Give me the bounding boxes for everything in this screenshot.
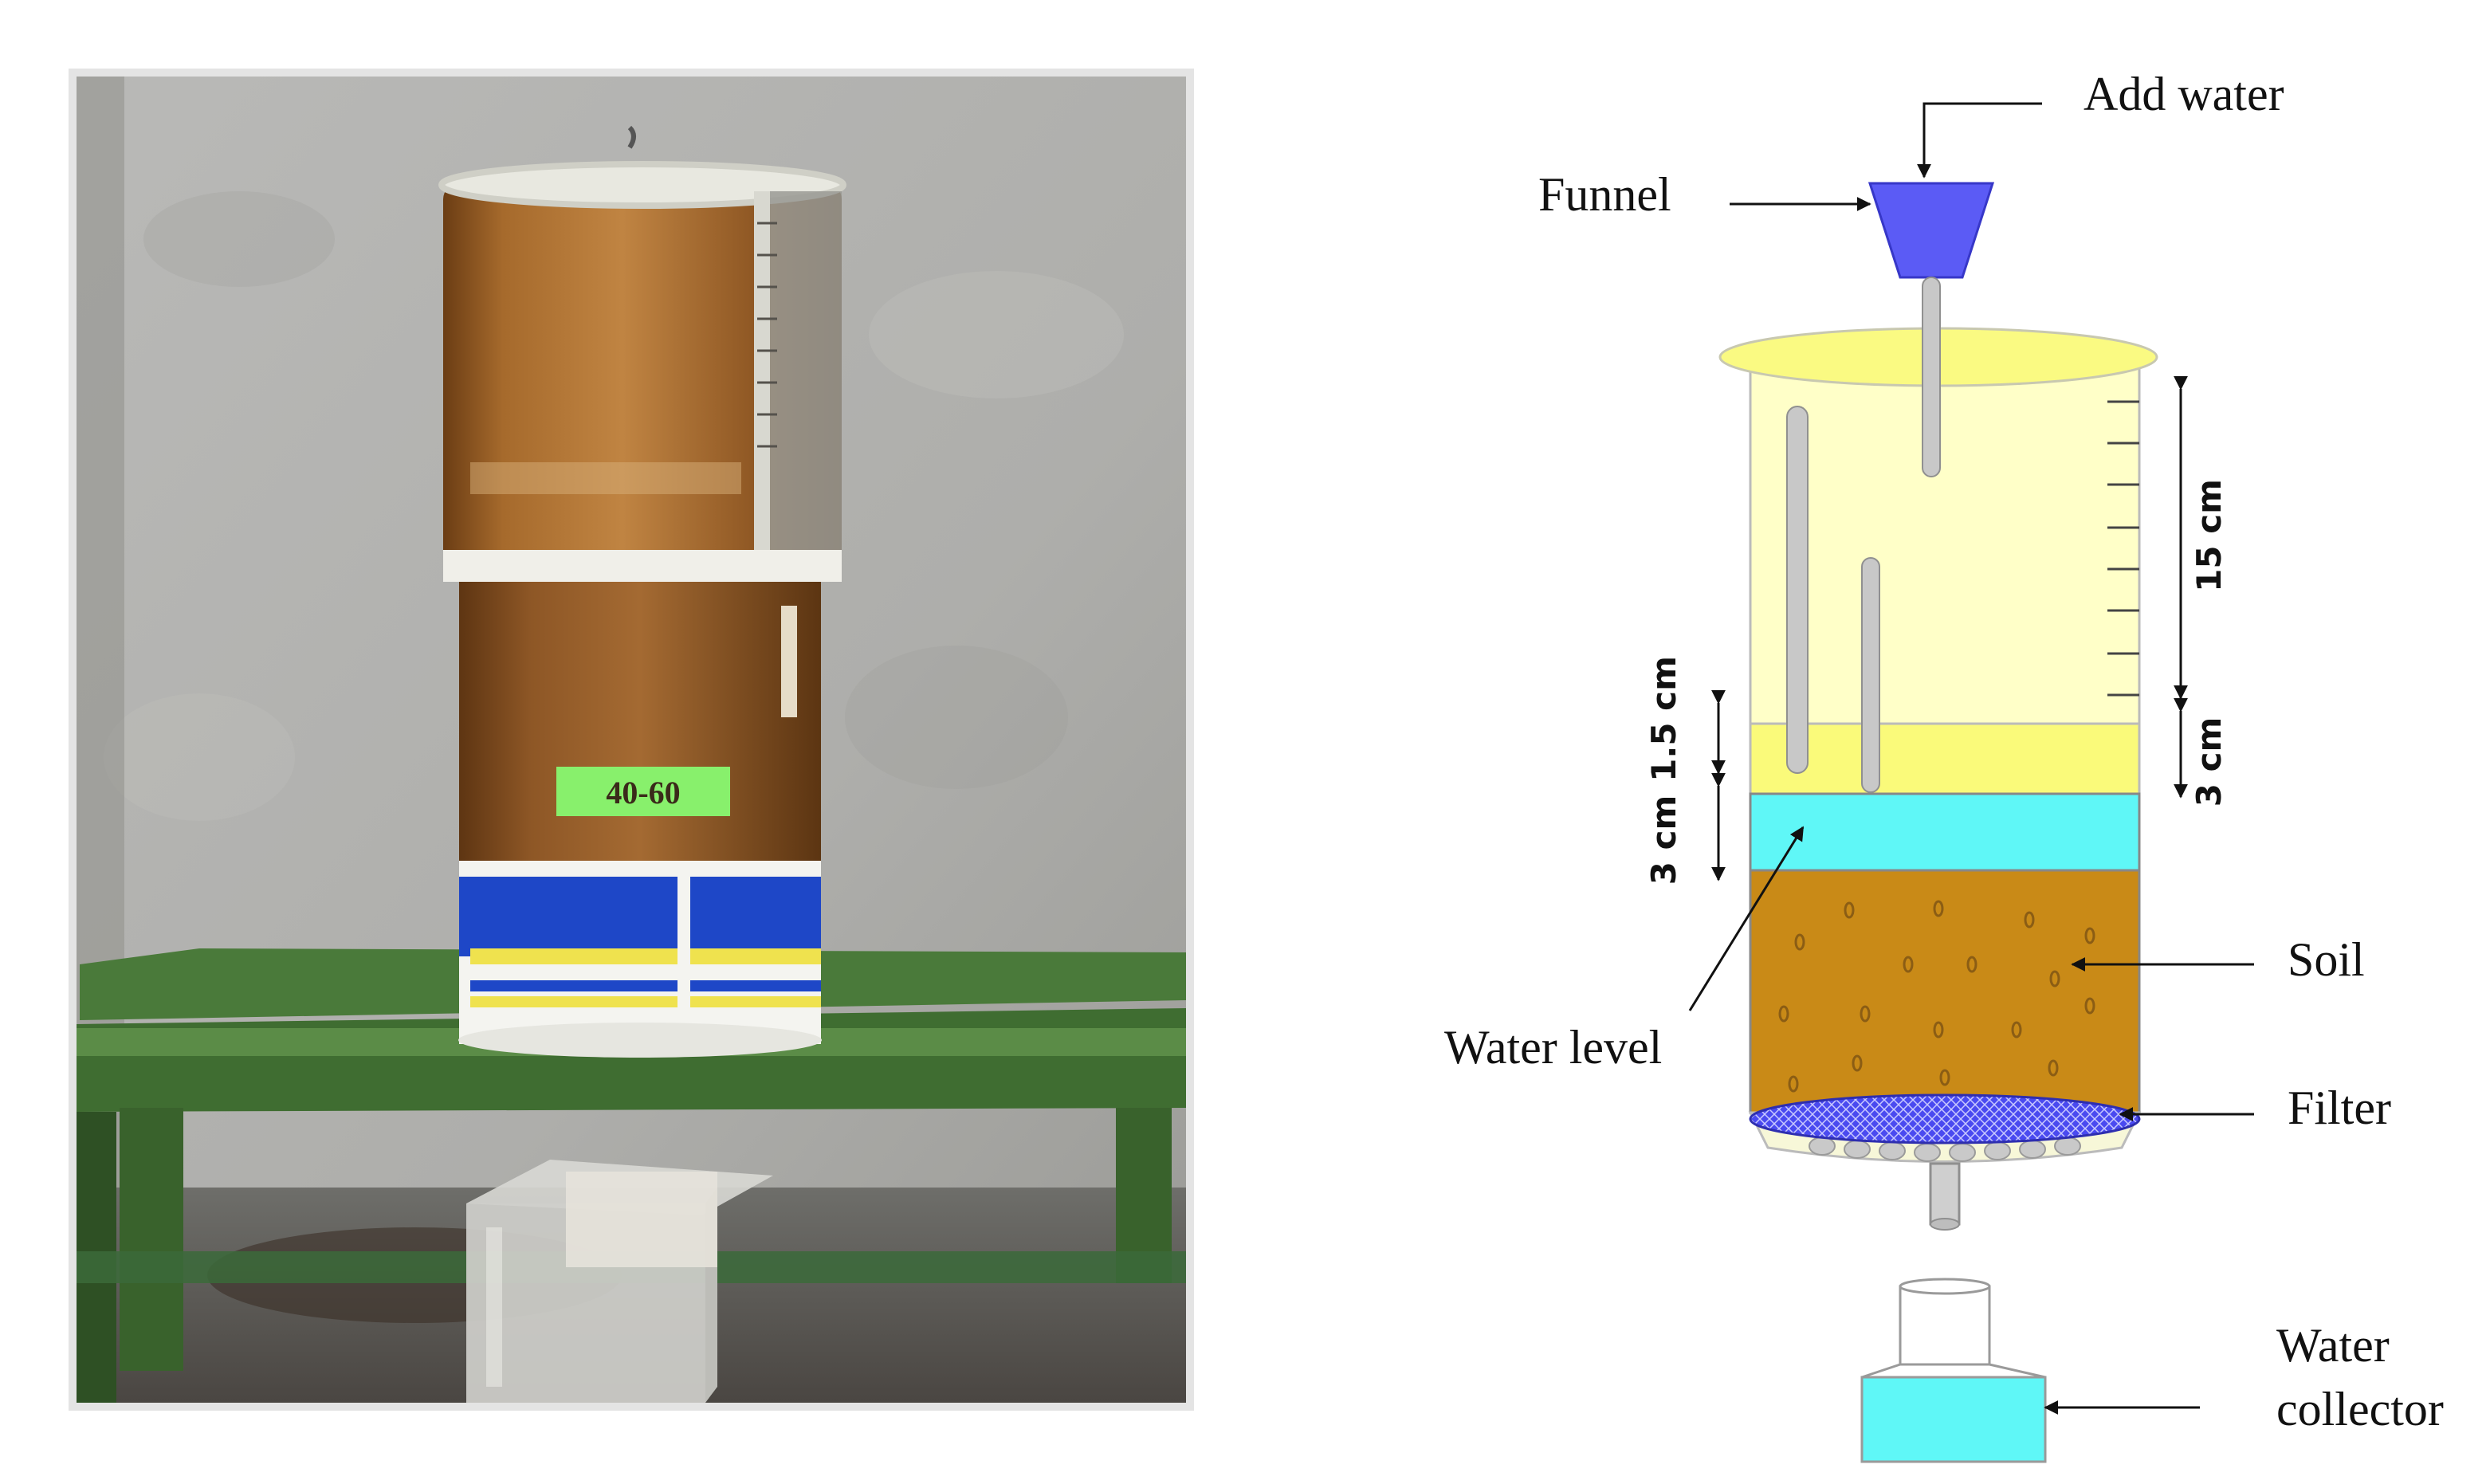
dimension-arrows — [1711, 375, 2188, 881]
soil-layer — [1749, 869, 2141, 1114]
filter-mesh — [1749, 1093, 2141, 1144]
add-water-label: Add water — [2084, 68, 2284, 120]
water-collector-label-line1: Water — [2276, 1319, 2390, 1372]
sample-sticker — [556, 767, 730, 816]
apparatus-photo: 40-60 — [69, 69, 1194, 1411]
lower-cylinder: 40-60 — [458, 582, 822, 1058]
dim-1-5cm-label: 1.5 cm — [1644, 656, 1683, 782]
column-scale — [2107, 400, 2139, 697]
tube-short — [1861, 557, 1880, 793]
dim-3cm-right-label: 3 cm — [2190, 717, 2229, 807]
tube-long — [1786, 406, 1809, 774]
gravel — [1809, 1137, 2081, 1162]
ponding-band — [1749, 722, 2141, 795]
soil-label: Soil — [2288, 933, 2365, 986]
water-collector-label-line2: collector — [2276, 1383, 2444, 1435]
green-stand — [77, 948, 1186, 1403]
annotation-arrows — [1688, 102, 2254, 1415]
sample-sticker-text: 40-60 — [606, 775, 680, 811]
collection-box — [466, 1160, 773, 1403]
funnel-stem — [1922, 277, 1941, 477]
funnel-shape — [1868, 182, 1995, 279]
soil-column-diagram: Add water Funnel Water level Soil Filter… — [1444, 68, 2444, 1463]
dim-15cm-label: 15 cm — [2190, 479, 2229, 592]
filter-label: Filter — [2288, 1082, 2391, 1134]
column-body — [1749, 355, 2141, 727]
water-collector-bottle — [1860, 1278, 2047, 1463]
water-layer — [1749, 792, 2141, 872]
upper-cylinder — [438, 125, 846, 582]
funnel-label: Funnel — [1538, 168, 1671, 221]
outlet-pipe — [1929, 1162, 1961, 1226]
wall-texture — [104, 191, 1124, 821]
soil-pores — [1778, 900, 2095, 1093]
water-level-label: Water level — [1444, 1021, 1662, 1074]
dim-3cm-left-label: 3 cm — [1644, 795, 1683, 885]
